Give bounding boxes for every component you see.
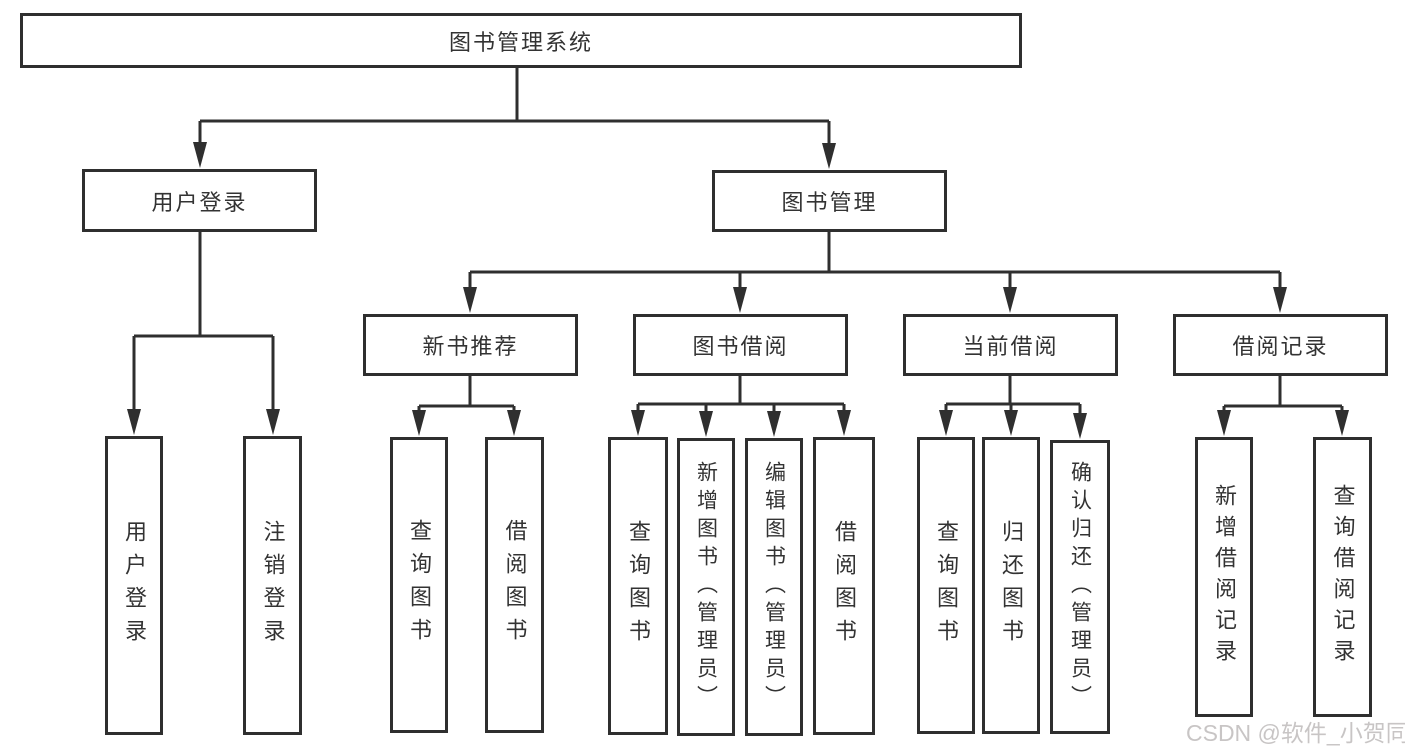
- watermark: CSDN @软件_小贺同学: [1186, 720, 1405, 746]
- leaf-borrow-books-label: 借阅图书: [832, 520, 857, 652]
- node-borrow-records: 借阅记录: [1173, 314, 1388, 376]
- node-user-login-label: 用户登录: [151, 189, 248, 215]
- leaf-user-login: 用户登录: [105, 436, 163, 735]
- leaf-edit-books-admin-label: 编辑图书（管理员）: [762, 461, 786, 713]
- leaf-borrow-books: 借阅图书: [813, 437, 875, 735]
- leaf-user-login-label: 用户登录: [122, 519, 147, 652]
- leaf-add-borrow-record-label: 新增借阅记录: [1212, 484, 1237, 670]
- node-current-borrow: 当前借阅: [903, 314, 1118, 376]
- node-book-borrow-label: 图书借阅: [692, 334, 789, 359]
- node-root: 图书管理系统: [20, 13, 1022, 68]
- leaf-add-books-admin: 新增图书（管理员）: [677, 438, 735, 736]
- node-book-management-label: 图书管理: [781, 190, 878, 215]
- node-book-management: 图书管理: [712, 170, 947, 232]
- node-current-borrow-label: 当前借阅: [962, 334, 1059, 359]
- leaf-query-borrow-record-label: 查询借阅记录: [1330, 484, 1356, 670]
- leaf-add-books-admin-label: 新增图书（管理员）: [694, 461, 718, 713]
- leaf-recommend-borrow-books-label: 借阅图书: [502, 519, 528, 651]
- leaf-logout-label: 注销登录: [260, 519, 286, 652]
- node-new-book-recommend: 新书推荐: [363, 314, 578, 376]
- leaf-borrow-query-books: 查询图书: [608, 437, 668, 735]
- node-borrow-records-label: 借阅记录: [1232, 334, 1329, 359]
- node-book-borrow: 图书借阅: [633, 314, 848, 376]
- leaf-logout: 注销登录: [243, 436, 302, 735]
- leaf-add-borrow-record: 新增借阅记录: [1195, 437, 1253, 717]
- node-user-login: 用户登录: [82, 169, 317, 232]
- leaf-confirm-return-admin-label: 确认归还（管理员）: [1068, 461, 1092, 713]
- leaf-borrow-query-books-label: 查询图书: [626, 520, 651, 652]
- leaf-return-books: 归还图书: [982, 437, 1040, 734]
- leaf-recommend-query-books-label: 查询图书: [407, 519, 432, 651]
- leaf-edit-books-admin: 编辑图书（管理员）: [745, 438, 803, 736]
- leaf-query-borrow-record: 查询借阅记录: [1313, 437, 1372, 717]
- arrowheads: [127, 142, 1349, 439]
- node-root-label: 图书管理系统: [448, 29, 593, 55]
- leaf-current-query-books: 查询图书: [917, 437, 975, 734]
- leaf-current-query-books-label: 查询图书: [934, 519, 959, 652]
- leaf-recommend-query-books: 查询图书: [390, 437, 448, 733]
- leaf-return-books-label: 归还图书: [999, 519, 1024, 652]
- node-new-book-recommend-label: 新书推荐: [422, 334, 519, 359]
- leaf-recommend-borrow-books: 借阅图书: [485, 437, 544, 733]
- leaf-confirm-return-admin: 确认归还（管理员）: [1050, 440, 1110, 734]
